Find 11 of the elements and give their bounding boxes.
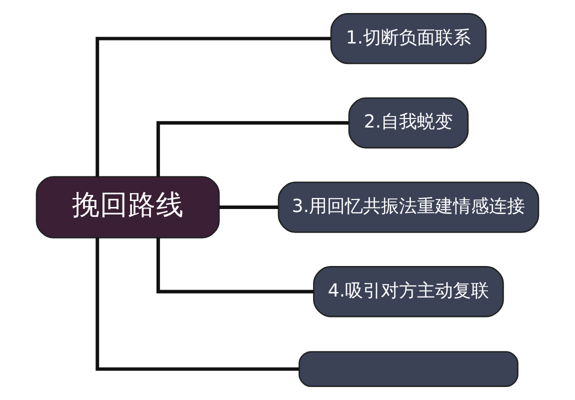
node-box [298, 351, 518, 388]
node-box: 挽回路线 [36, 176, 220, 238]
node-box: 3.用回忆共振法重建情感连接 [278, 182, 540, 233]
node-box: 1.切断负面联系 [330, 12, 487, 64]
connector [156, 238, 314, 294]
node-box: 4.吸引对方主动复联 [313, 266, 504, 318]
connector [156, 121, 349, 177]
connector [96, 238, 300, 371]
connector [96, 36, 331, 177]
node-box: 2.自我蜕变 [348, 97, 469, 148]
connector [219, 206, 278, 209]
